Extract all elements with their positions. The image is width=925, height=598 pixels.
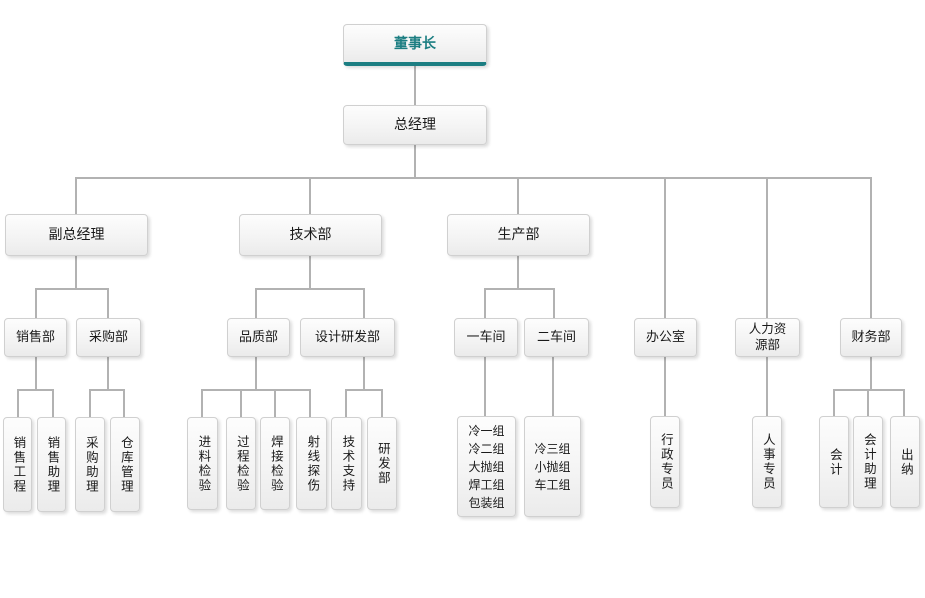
node-sales-assistant[interactable]: 销售助理	[37, 417, 66, 512]
connector-drop-cashier	[903, 389, 905, 416]
connector-drop-sales-engineering	[17, 389, 19, 417]
node-purchasing-assistant[interactable]: 采购助理	[75, 417, 105, 512]
connector-drop-tech	[309, 177, 311, 214]
node-deputy-gm[interactable]: 副总经理	[5, 214, 148, 256]
node-accounting-assistant[interactable]: 会计助理	[853, 416, 883, 508]
node-quality-dept[interactable]: 品质部	[227, 318, 290, 357]
connector-drop-tech-support	[345, 389, 347, 417]
connector-workshop2-groups	[552, 357, 554, 416]
connector-drop-purchasing	[107, 288, 109, 318]
connector-drop-sales-assistant	[52, 389, 54, 417]
connector-quality-children-bus	[201, 389, 311, 391]
connector-drop-quality	[255, 288, 257, 318]
node-hr-dept[interactable]: 人力资源部	[735, 318, 800, 357]
connector-finance-bus	[870, 357, 872, 389]
connector-workshop1-groups	[484, 357, 486, 416]
connector-drop-rd	[381, 389, 383, 417]
node-chairman[interactable]: 董事长	[343, 24, 487, 66]
connector-hr-personnel	[766, 357, 768, 416]
node-office[interactable]: 办公室	[634, 318, 697, 357]
connector-drop-production	[517, 177, 519, 214]
connector-drop-workshop1	[484, 288, 486, 318]
connector-tech-bus	[309, 256, 311, 288]
connector-production-children-bus	[484, 288, 555, 290]
connector-drop-warehouse	[123, 389, 125, 417]
connector-drop-accounting-assistant	[867, 389, 869, 416]
connector-chairman-gm	[414, 66, 416, 105]
node-production-dept[interactable]: 生产部	[447, 214, 590, 256]
node-general-manager[interactable]: 总经理	[343, 105, 487, 145]
connector-drop-welding	[274, 389, 276, 417]
connector-purchasing-children-bus	[89, 389, 125, 391]
connector-deputy-bus	[75, 256, 77, 288]
connector-sales-bus	[35, 357, 37, 389]
node-cashier[interactable]: 出纳	[890, 416, 920, 508]
connector-drop-incoming	[201, 389, 203, 417]
connector-drop-deputy	[75, 177, 77, 214]
node-warehouse-management[interactable]: 仓库管理	[110, 417, 140, 512]
connector-drop-accountant	[833, 389, 835, 416]
connector-tech-children-bus	[255, 288, 365, 290]
connector-deputy-children-bus	[35, 288, 109, 290]
connector-drop-process	[240, 389, 242, 417]
connector-production-bus	[517, 256, 519, 288]
node-tech-dept[interactable]: 技术部	[239, 214, 382, 256]
connector-drop-design-rd	[363, 288, 365, 318]
connector-gm-bus	[414, 145, 416, 177]
connector-sales-children-bus	[17, 389, 54, 391]
node-personnel-specialist[interactable]: 人事专员	[752, 416, 782, 508]
connector-drop-purchasing-assistant	[89, 389, 91, 417]
node-tech-support[interactable]: 技术支持	[331, 417, 362, 510]
connector-drop-radiographic	[309, 389, 311, 417]
node-design-rd-dept[interactable]: 设计研发部	[300, 318, 395, 357]
node-radiographic-testing[interactable]: 射线探伤	[296, 417, 327, 510]
node-accountant[interactable]: 会计	[819, 416, 849, 508]
node-incoming-inspection[interactable]: 进料检验	[187, 417, 218, 510]
node-process-inspection[interactable]: 过程检验	[226, 417, 256, 510]
node-workshop1[interactable]: 一车间	[454, 318, 518, 357]
connector-top-bus	[75, 177, 872, 179]
node-finance-dept[interactable]: 财务部	[840, 318, 902, 357]
node-sales-engineering[interactable]: 销售工程	[3, 417, 32, 512]
connector-design-children-bus	[345, 389, 381, 391]
node-welding-inspection[interactable]: 焊接检验	[260, 417, 290, 510]
node-admin-specialist[interactable]: 行政专员	[650, 416, 680, 508]
connector-purchasing-bus	[107, 357, 109, 389]
node-workshop1-groups[interactable]: 冷一组 冷二组 大抛组 焊工组 包装组	[457, 416, 516, 517]
connector-quality-bus	[255, 357, 257, 389]
node-workshop2-groups[interactable]: 冷三组 小抛组 车工组	[524, 416, 581, 517]
connector-drop-sales	[35, 288, 37, 318]
node-sales-dept[interactable]: 销售部	[4, 318, 67, 357]
connector-office-admin	[664, 357, 666, 416]
connector-drop-hr	[766, 177, 768, 318]
connector-finance-children-bus	[833, 389, 905, 391]
node-workshop2[interactable]: 二车间	[524, 318, 589, 357]
node-rd-dept[interactable]: 研发部	[367, 417, 397, 510]
connector-design-bus	[363, 357, 365, 389]
connector-drop-office	[664, 177, 666, 318]
connector-drop-workshop2	[553, 288, 555, 318]
connector-drop-finance	[870, 177, 872, 318]
node-purchasing-dept[interactable]: 采购部	[76, 318, 141, 357]
